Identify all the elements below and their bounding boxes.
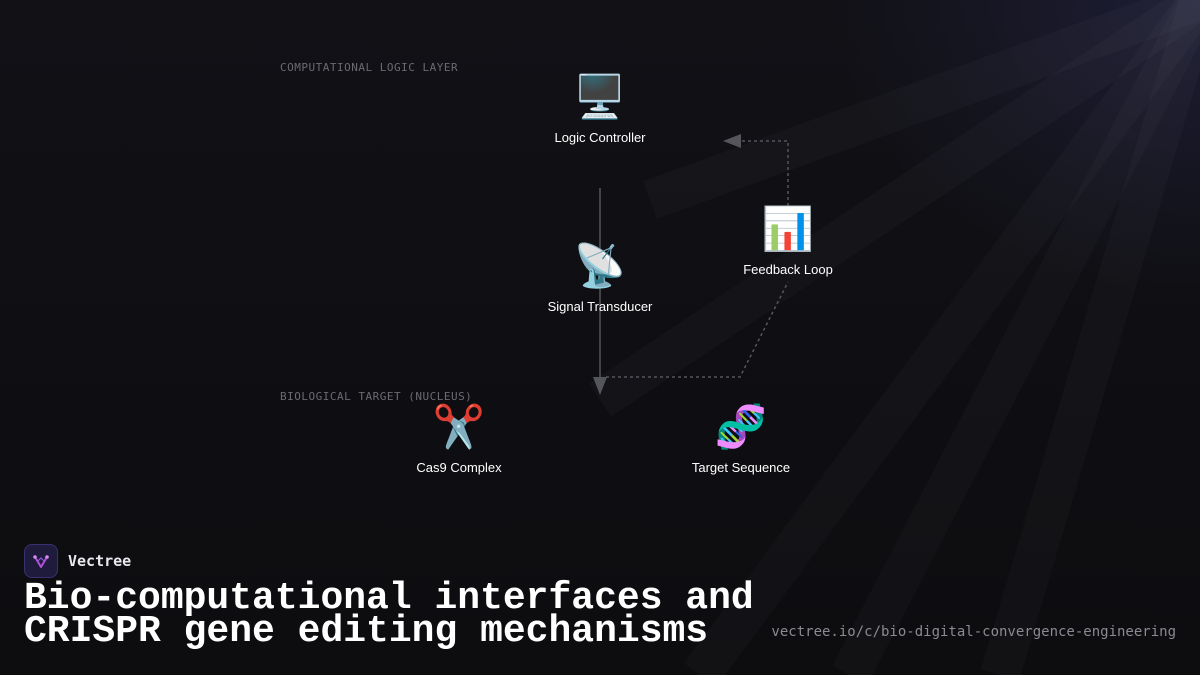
arrowhead-left <box>723 134 741 148</box>
node-logic-controller[interactable]: 🖥️ Logic Controller <box>520 72 680 145</box>
node-label: Signal Transducer <box>547 299 653 314</box>
edge-feedback-to-controller <box>740 140 789 206</box>
node-target-sequence[interactable]: 🧬 Target Sequence <box>661 402 821 475</box>
node-label: Feedback Loop <box>743 262 833 277</box>
arrowhead-down <box>593 377 607 395</box>
scissors-icon: ✂️ <box>432 402 486 451</box>
brand[interactable]: Vectree <box>24 544 131 578</box>
computational-layer-label: COMPUTATIONAL LOGIC LAYER <box>280 61 459 74</box>
vectree-logo-icon <box>24 544 58 578</box>
edge-target-to-feedback <box>606 281 789 378</box>
node-label: Logic Controller <box>554 130 646 145</box>
node-feedback-loop[interactable]: 📊 Feedback Loop <box>708 204 868 277</box>
node-label: Cas9 Complex <box>416 460 502 475</box>
bar-chart-icon: 📊 <box>761 204 815 253</box>
page-title: Bio-computational interfaces and CRISPR … <box>24 577 754 653</box>
desktop-computer-icon: 🖥️ <box>573 72 627 121</box>
satellite-antenna-icon: 📡 <box>573 241 627 290</box>
brand-name: Vectree <box>68 552 132 570</box>
page-url[interactable]: vectree.io/c/bio-digital-convergence-eng… <box>771 624 1176 640</box>
dna-icon: 🧬 <box>714 402 768 451</box>
node-cas9-complex[interactable]: ✂️ Cas9 Complex <box>379 402 539 475</box>
biological-layer-label: BIOLOGICAL TARGET (NUCLEUS) <box>280 390 473 403</box>
node-label: Target Sequence <box>691 460 791 475</box>
node-signal-transducer[interactable]: 📡 Signal Transducer <box>520 241 680 314</box>
